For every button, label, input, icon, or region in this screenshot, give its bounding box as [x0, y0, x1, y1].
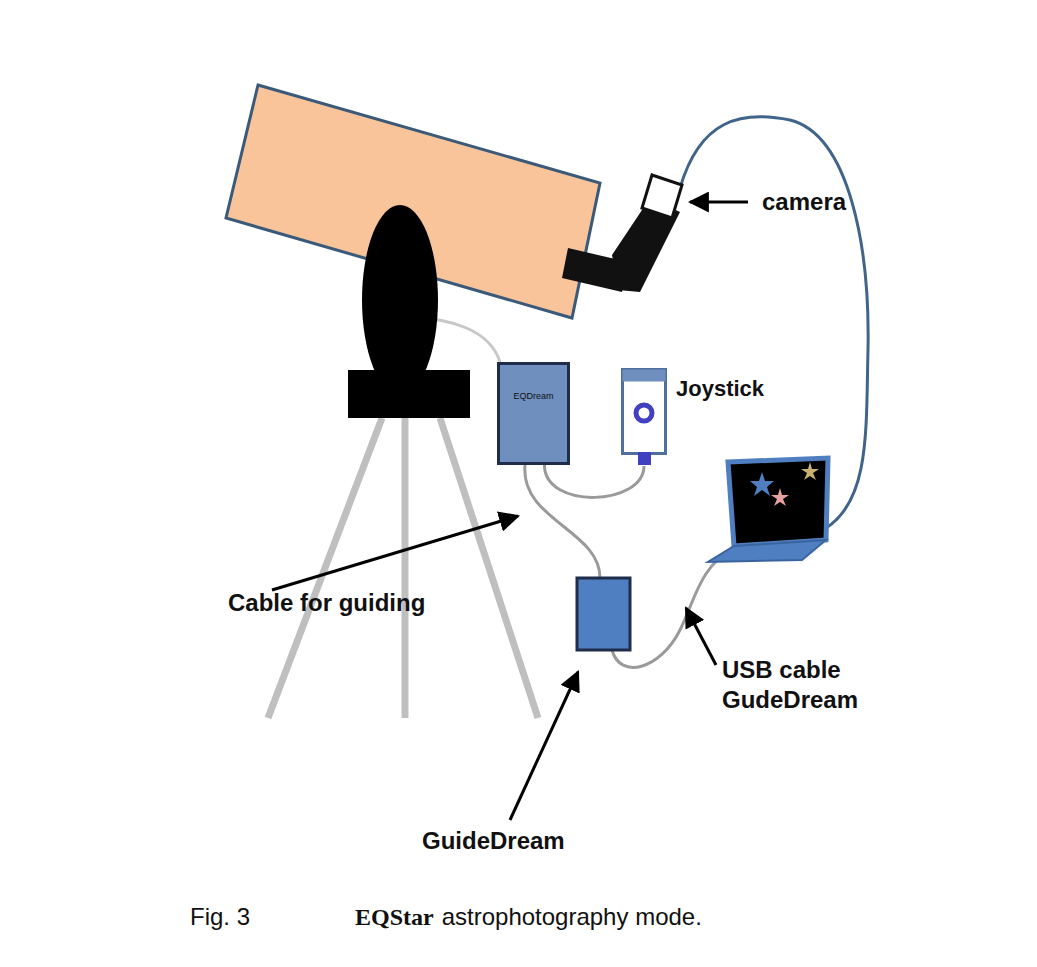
box-label: EQDream: [500, 391, 567, 401]
figure-caption: EQStar: [355, 902, 434, 932]
joystick-shape: [621, 368, 667, 466]
cable: [544, 465, 644, 497]
callout-label: USB cable GudeDream: [722, 655, 907, 715]
callout-label: Cable for guiding: [228, 588, 425, 618]
laptop-base: [708, 540, 826, 562]
camera-body: [642, 175, 682, 218]
joystick: Joystick: [621, 368, 667, 466]
joystick-label: Joystick: [676, 374, 764, 404]
figure-caption: astrophotography mode.: [442, 902, 702, 932]
leader-lines: [272, 202, 748, 820]
laptop-screen: [728, 458, 828, 546]
star: [750, 472, 774, 496]
callout-label: GuideDream: [422, 826, 565, 856]
mount-head: [362, 205, 438, 395]
star: [771, 488, 789, 506]
guidedream-box: [577, 578, 630, 650]
mount-base: [348, 370, 470, 418]
star: [801, 462, 819, 480]
callout-label: camera: [762, 187, 846, 217]
figure-number: Fig. 3: [190, 902, 250, 932]
guiding-cable: [525, 465, 600, 578]
eqdream-box: EQDream: [497, 362, 570, 465]
